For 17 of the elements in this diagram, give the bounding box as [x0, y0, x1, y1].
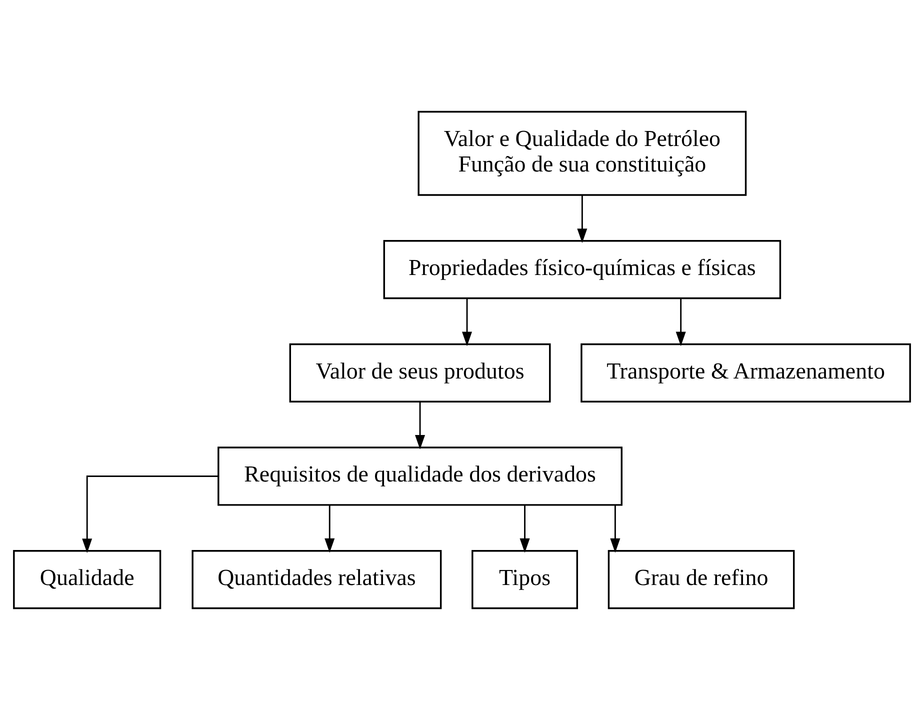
node-box: Valor e Qualidade do Petróleo Função de sua constituição — [418, 110, 747, 196]
arrow — [462, 298, 472, 346]
arrow — [82, 476, 218, 553]
node-box: Propriedades físico-químicas e físicas — [383, 240, 782, 300]
node-box: Transporte & Armazenamento — [580, 343, 911, 402]
arrow — [324, 505, 335, 553]
arrow — [520, 505, 530, 553]
arrow — [415, 402, 426, 450]
node-box: Qualidade — [13, 550, 162, 610]
node-box: Requisitos de qualidade dos derivados — [218, 446, 622, 506]
node-box: Quantidades relativas — [192, 550, 442, 610]
arrow — [610, 505, 620, 553]
node-box: Valor de seus produtos — [289, 343, 551, 402]
node-box: Tipos — [472, 550, 578, 610]
arrow — [676, 298, 686, 346]
node-box: Grau de refino — [608, 550, 795, 610]
arrow — [577, 195, 588, 243]
